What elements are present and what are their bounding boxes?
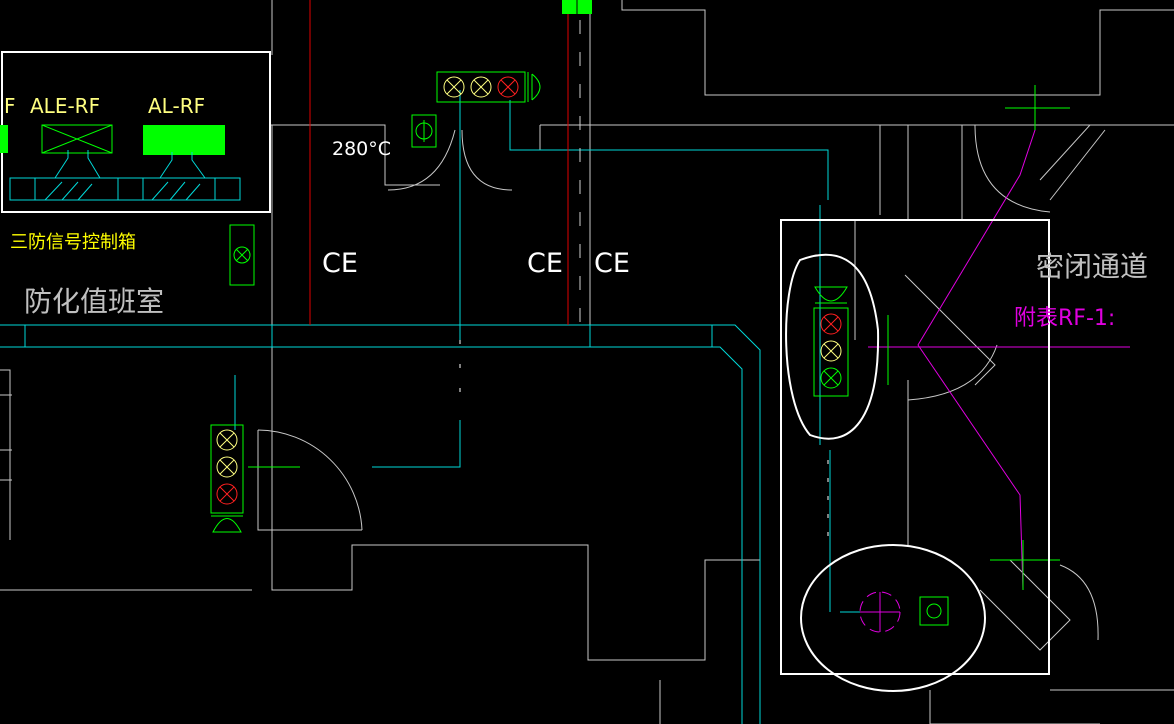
alarm-horn-icon xyxy=(211,515,243,533)
alarm-horn-icon xyxy=(814,286,848,304)
alarm-horn-icon xyxy=(527,72,541,102)
signal-light-icon xyxy=(820,340,842,362)
signal-light-icon xyxy=(497,76,519,98)
red-lines xyxy=(309,0,569,325)
signal-light-group-top xyxy=(436,71,541,103)
exhaust-fan-icon xyxy=(859,591,901,633)
cyan-walls xyxy=(0,90,860,724)
signal-light-icon xyxy=(216,483,238,505)
legend-label-ale-rf: ALE-RF xyxy=(30,94,101,118)
junction-box-icon xyxy=(919,596,949,626)
duty-room-label: 防化值班室 xyxy=(24,285,165,318)
table-reference-label: 附表RF-1: xyxy=(1014,306,1116,331)
signal-light-icon xyxy=(820,367,842,389)
fire-valve-symbol-icon xyxy=(411,114,437,148)
signal-light-icon xyxy=(216,456,238,478)
signal-light-group-right xyxy=(813,286,849,397)
legend-label-fragment: F xyxy=(4,94,16,118)
sealed-passage-label: 密闭通道 xyxy=(1036,250,1149,283)
duct-section xyxy=(9,150,241,201)
signal-light-group-left xyxy=(210,424,244,533)
signal-light-icon xyxy=(443,76,465,98)
signal-light-icon xyxy=(216,429,238,451)
green-markers xyxy=(248,0,1070,590)
ce-label-2: CE xyxy=(527,248,563,279)
air-damper-icon xyxy=(41,124,113,154)
legend-box xyxy=(0,51,271,213)
ce-label-3: CE xyxy=(594,248,630,279)
signal-control-box-label: 三防信号控制箱 xyxy=(10,232,136,253)
review-annotations xyxy=(780,219,1050,692)
dashed-conduits xyxy=(459,20,829,540)
signal-light-icon xyxy=(820,313,842,335)
fire-valve-icon xyxy=(143,125,225,155)
temperature-label: 280°C xyxy=(332,138,392,160)
signal-light-icon xyxy=(470,76,492,98)
ce-label-1: CE xyxy=(322,248,358,279)
legend-label-al-rf: AL-RF xyxy=(148,94,206,118)
junction-box-icon xyxy=(229,224,255,286)
